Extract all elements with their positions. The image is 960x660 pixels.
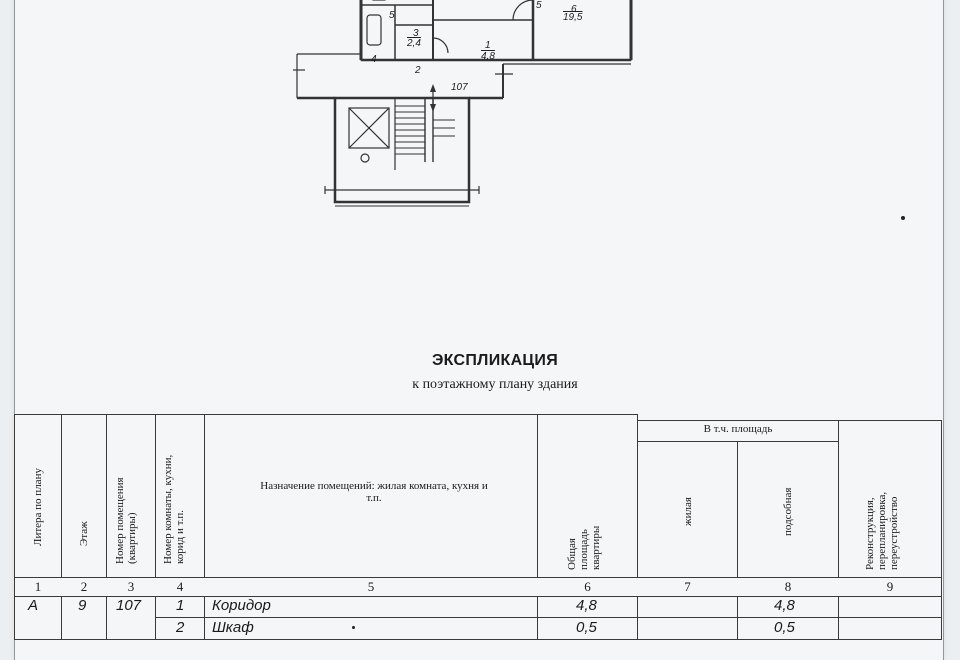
room-label-2: 2 <box>415 65 421 76</box>
header-etazh: Этаж <box>78 521 90 546</box>
elevator-shaft <box>348 107 390 149</box>
ink-dot <box>901 216 905 220</box>
room-area-3: 2,4 <box>407 38 421 49</box>
row-1-aux: 4,8 <box>774 597 795 614</box>
col-number-6: 6 <box>584 579 591 594</box>
col-number-1: 1 <box>34 579 42 594</box>
bath-symbol <box>366 14 382 46</box>
document-subtitle: к поэтажному плану здания <box>412 377 578 392</box>
col-number-8: 8 <box>784 579 792 594</box>
document-sheet: 5 3 2,4 4 2 1 4,8 6 19,5 107 5 ЭКСПЛИКАЦ… <box>14 0 944 660</box>
room-label-5: 5 <box>389 10 395 21</box>
row-2-aux: 0,5 <box>774 619 795 636</box>
document-title: ЭКСПЛИКАЦИЯ <box>431 352 559 369</box>
ink-dot <box>352 626 355 629</box>
header-litera: Литера по плану <box>32 468 44 546</box>
room-label-3: 3 <box>413 28 419 39</box>
room-area-6: 19,5 <box>563 12 583 23</box>
col-number-9: 9 <box>886 579 894 594</box>
header-vtch: В т.ч. площадь <box>703 423 773 435</box>
header-naznachenie: Назначение помещений: жилая комната, кух… <box>260 480 488 504</box>
row-1-etazh: 9 <box>78 597 87 614</box>
col-number-5: 5 <box>367 579 375 594</box>
col-number-3: 3 <box>127 579 135 594</box>
room-label-6: 6 <box>571 4 577 15</box>
data-col-7 <box>637 596 738 640</box>
row-1-total: 4,8 <box>576 597 597 614</box>
apartment-number-label: 107 <box>451 82 468 93</box>
edge-mark-label: 5 <box>536 0 542 11</box>
row-1-komn: 1 <box>176 597 185 614</box>
row-2-komn: 2 <box>176 619 185 636</box>
col-number-7: 7 <box>684 579 691 594</box>
header-cell-etazh <box>61 414 107 578</box>
header-zhilaya: жилая <box>682 497 694 526</box>
header-rekonstr: Реконструкция, перепланировка, переустро… <box>864 491 900 570</box>
header-nomer-komn: Номер комнаты, кухни, корид и т.п. <box>162 454 186 564</box>
col-number-2: 2 <box>80 579 88 594</box>
row-2-total: 0,5 <box>576 619 597 636</box>
room-area-1: 4,8 <box>481 51 495 62</box>
row-1-name: Коридор <box>212 597 271 614</box>
apartment-outline <box>360 0 632 61</box>
row-1-pom: 107 <box>116 597 142 614</box>
header-nomer-pom: Номер помещения (квартиры) <box>114 477 138 564</box>
explication-table: Литера по плану Этаж Номер помещения (кв… <box>14 414 942 640</box>
floor-plan-drawing <box>293 0 633 207</box>
header-podsobnaya: подсобная <box>782 487 794 536</box>
row-2-name: Шкаф <box>212 619 254 636</box>
col-number-4: 4 <box>176 579 184 594</box>
row-1-litera: А <box>28 597 39 614</box>
room-label-4: 4 <box>371 54 377 65</box>
room-label-1: 1 <box>485 40 491 51</box>
header-obshaya: Общая площадь квартиры <box>566 525 602 570</box>
row-divider <box>155 617 942 618</box>
data-col-9 <box>838 596 942 640</box>
